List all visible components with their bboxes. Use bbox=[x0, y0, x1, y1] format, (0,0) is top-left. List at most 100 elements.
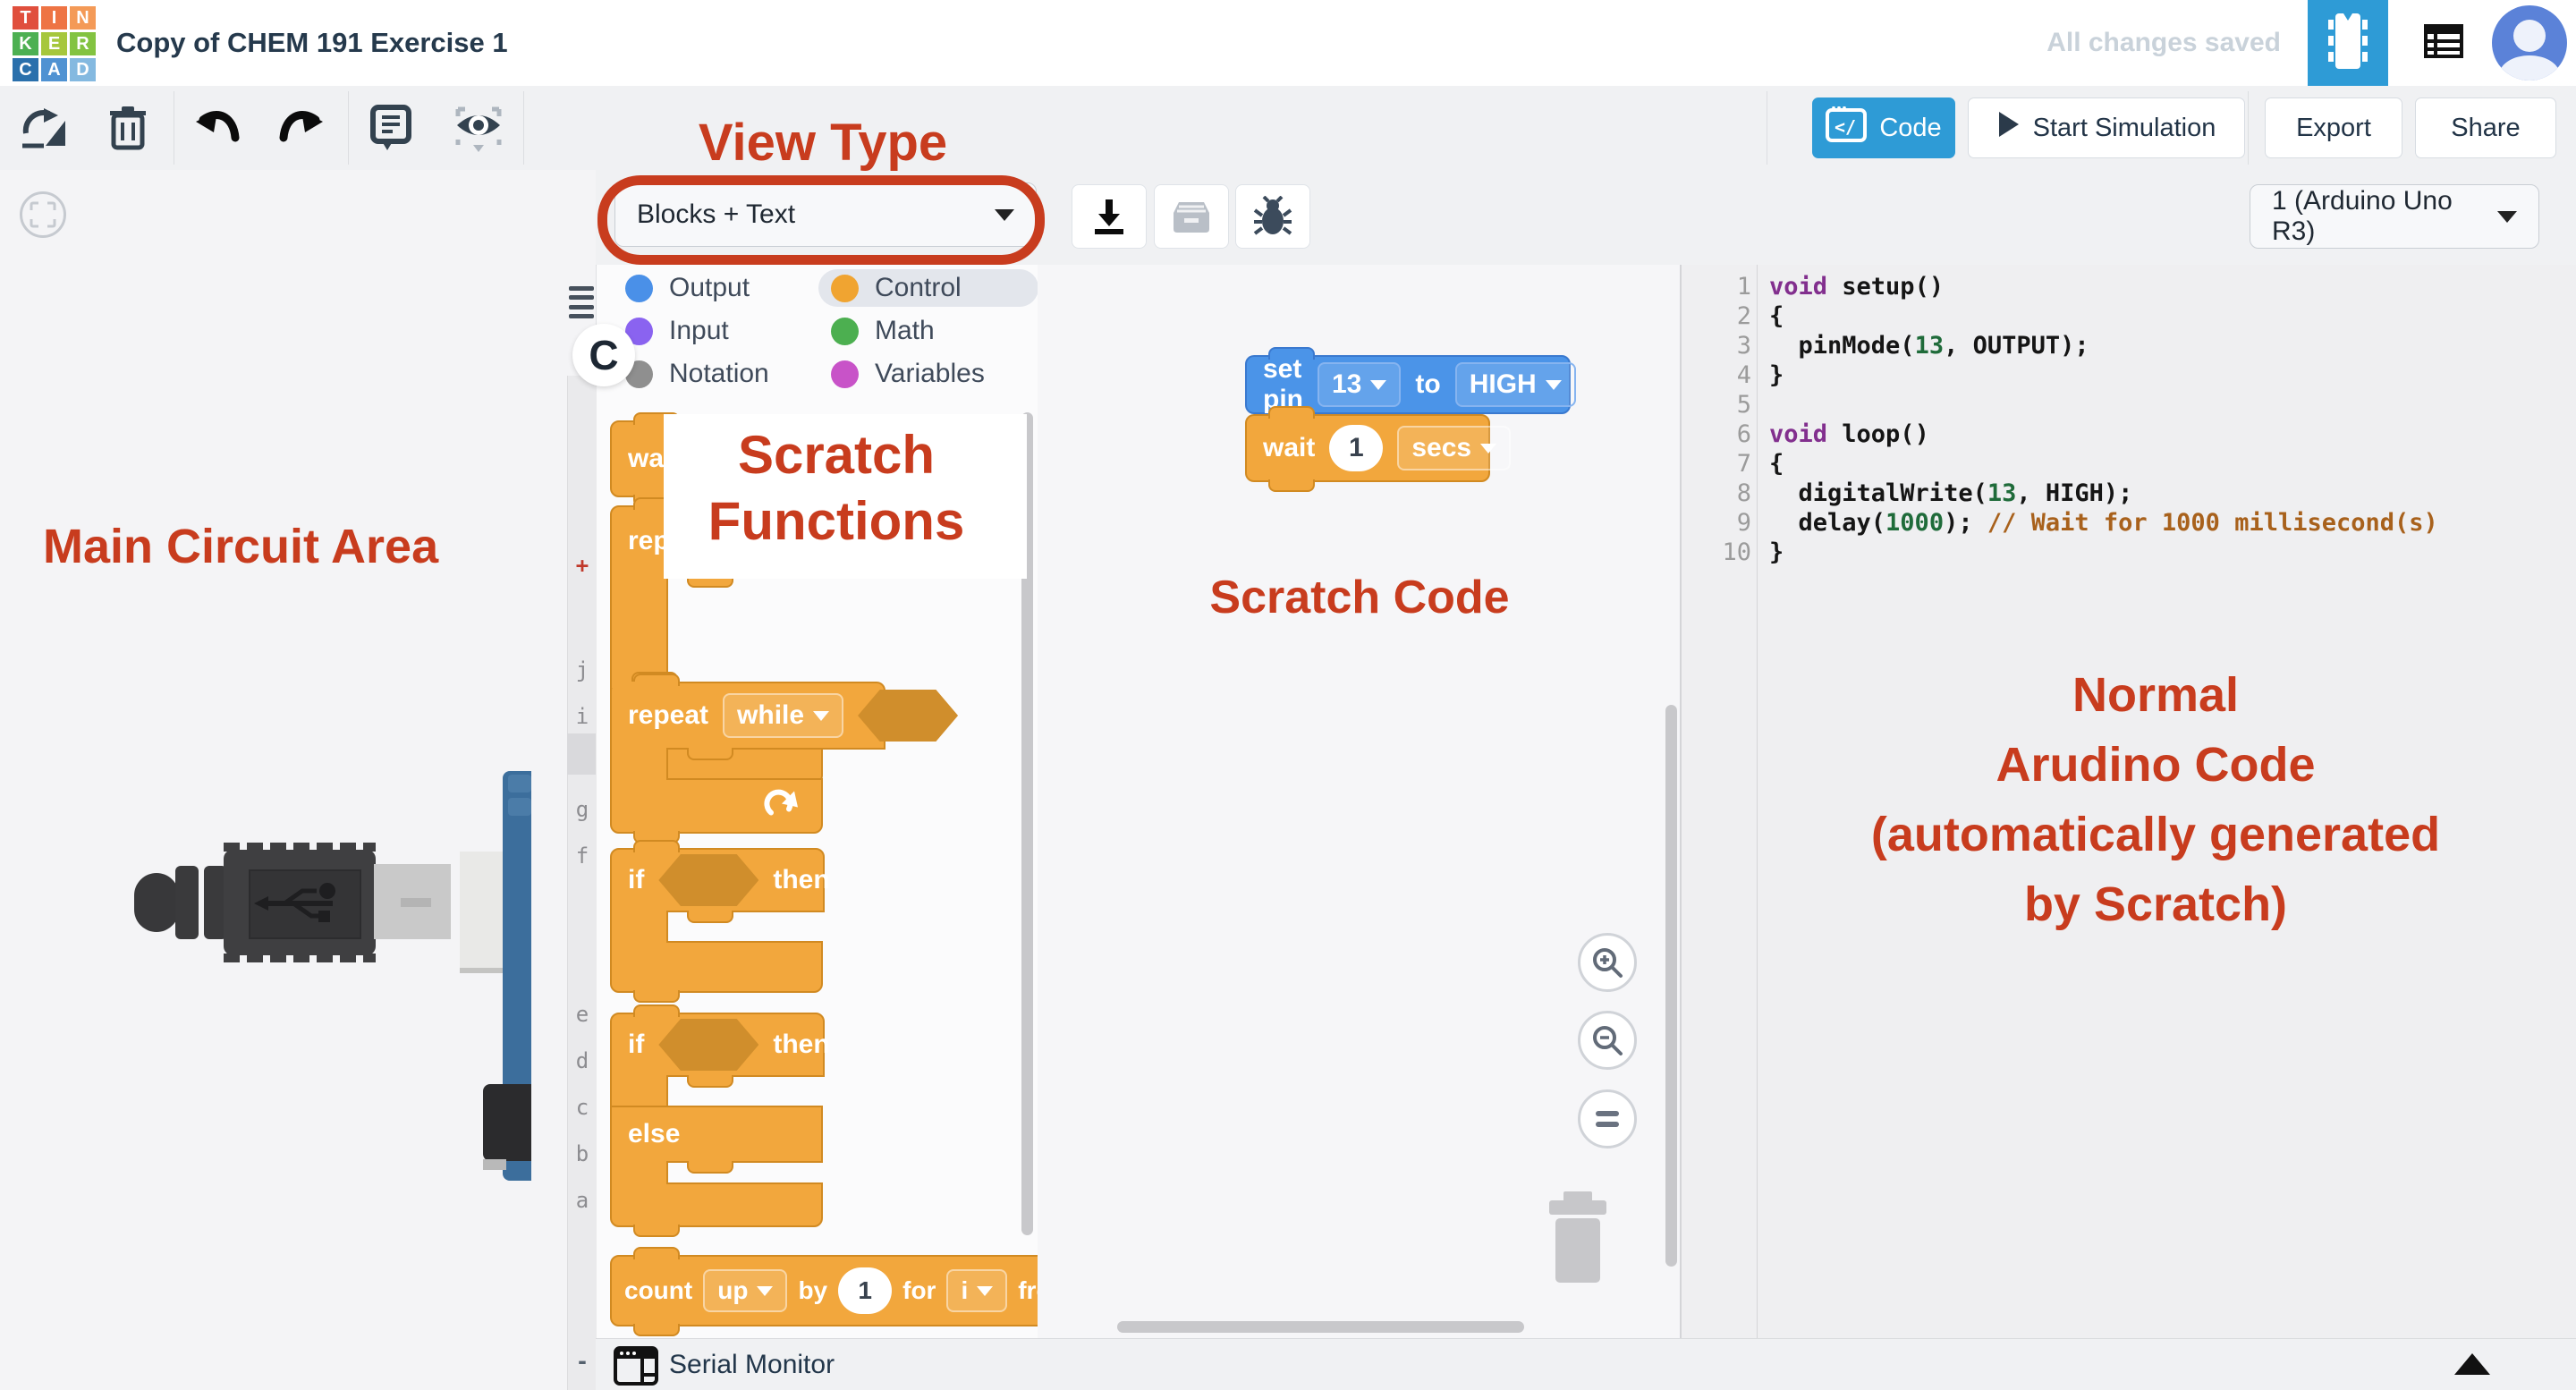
category-label: Math bbox=[875, 316, 935, 345]
undo-button[interactable] bbox=[190, 86, 245, 170]
palette-block-ifelse-elsebar[interactable]: else bbox=[610, 1106, 823, 1163]
palette-category-input[interactable]: Input bbox=[613, 312, 818, 350]
share-label: Share bbox=[2451, 113, 2521, 142]
palette-block-repeat-while-bottom[interactable] bbox=[610, 778, 823, 843]
serial-archive-button[interactable] bbox=[1154, 184, 1229, 249]
condition-hexagon-slot[interactable] bbox=[658, 1019, 759, 1071]
user-avatar[interactable] bbox=[2492, 5, 2567, 81]
palette-menu-icon[interactable] bbox=[569, 286, 594, 318]
value-dropdown[interactable]: HIGH bbox=[1454, 362, 1576, 407]
while-dropdown[interactable]: while bbox=[723, 693, 844, 738]
export-label: Export bbox=[2296, 113, 2371, 142]
category-color-dot bbox=[831, 317, 859, 345]
zoom-in-button[interactable] bbox=[1578, 933, 1637, 992]
chevron-down-icon bbox=[2497, 210, 2517, 223]
share-button[interactable]: Share bbox=[2415, 97, 2556, 158]
canvas-block-set-pin[interactable]: set pin 13 to HIGH bbox=[1245, 347, 1576, 424]
document-title[interactable]: Copy of CHEM 191 Exercise 1 bbox=[116, 27, 508, 58]
export-button[interactable]: Export bbox=[2265, 97, 2402, 158]
category-color-dot bbox=[831, 360, 859, 388]
logo-tile: T bbox=[13, 6, 38, 30]
wait-value-input[interactable]: 1 bbox=[1329, 425, 1384, 471]
view-type-value: Blocks + Text bbox=[637, 199, 796, 229]
palette-block-count[interactable]: countupby1forifrom bbox=[610, 1247, 1038, 1336]
serial-monitor-label: Serial Monitor bbox=[669, 1350, 835, 1379]
breadboard-row-label: j bbox=[575, 657, 589, 682]
toolbar-divider bbox=[348, 91, 349, 165]
zoom-reset-button[interactable] bbox=[1578, 1089, 1637, 1148]
serial-monitor-bar[interactable]: Serial Monitor bbox=[596, 1338, 2576, 1390]
expand-serial-monitor-icon[interactable] bbox=[2454, 1353, 2490, 1375]
arduino-header-pin bbox=[508, 798, 531, 816]
breadboard-row-label: + bbox=[575, 553, 589, 578]
circuit-canvas[interactable]: +jihgfedcba-+ C bbox=[0, 170, 635, 1390]
logo-tile: K bbox=[13, 32, 38, 55]
download-code-button[interactable] bbox=[1072, 184, 1147, 249]
logo-tile: D bbox=[70, 58, 96, 81]
usb-plug-body[interactable] bbox=[224, 843, 376, 962]
code-button[interactable]: </ Code bbox=[1812, 97, 1955, 158]
redo-button[interactable] bbox=[274, 86, 329, 170]
breadboard-rail-gap bbox=[567, 733, 596, 775]
canvas-block-wait[interactable]: wait 1 secs bbox=[1245, 406, 1512, 492]
pin-dropdown[interactable]: 13 bbox=[1317, 362, 1402, 407]
category-color-dot bbox=[831, 274, 859, 302]
palette-category-control[interactable]: Control bbox=[818, 269, 1038, 307]
svg-text:</: </ bbox=[1835, 116, 1856, 138]
canvas-horizontal-scrollbar[interactable] bbox=[1117, 1321, 1524, 1333]
annotation-visibility-button[interactable] bbox=[449, 86, 508, 170]
canvas-vertical-scrollbar[interactable] bbox=[1665, 705, 1677, 1267]
arduino-header-pin bbox=[508, 775, 531, 792]
block-trash-icon[interactable] bbox=[1540, 1190, 1615, 1289]
debug-button[interactable] bbox=[1235, 184, 1310, 249]
toolbar-divider bbox=[2248, 91, 2249, 165]
play-icon bbox=[1997, 111, 2021, 145]
delete-button[interactable] bbox=[100, 86, 156, 170]
scratch-code-canvas[interactable]: set pin 13 to HIGH wait 1 secs bbox=[1038, 265, 1682, 1338]
zoom-out-button[interactable] bbox=[1578, 1011, 1637, 1070]
condition-hexagon-slot[interactable] bbox=[858, 690, 959, 742]
chip-icon bbox=[2324, 9, 2372, 78]
palette-category-math[interactable]: Math bbox=[818, 312, 1038, 350]
circuit-view-button[interactable] bbox=[2308, 0, 2388, 86]
usb-metal-connector bbox=[374, 864, 451, 939]
count-direction-dropdown[interactable]: up bbox=[703, 1269, 788, 1312]
code-button-label: Code bbox=[1879, 113, 1942, 142]
palette-block-repeat-while-spine bbox=[610, 748, 668, 780]
notes-button[interactable] bbox=[363, 86, 419, 170]
zoom-to-fit-button[interactable] bbox=[20, 191, 66, 238]
logo-tile: C bbox=[13, 58, 38, 81]
component-list-button[interactable] bbox=[2415, 0, 2472, 86]
palette-category-output[interactable]: Output bbox=[613, 269, 818, 307]
unit-dropdown[interactable]: secs bbox=[1397, 426, 1512, 470]
palette-block-repeat-spine bbox=[610, 575, 668, 686]
palette-category-notation[interactable]: Notation bbox=[613, 355, 818, 393]
count-variable-dropdown[interactable]: i bbox=[946, 1269, 1008, 1312]
rotate-button[interactable] bbox=[16, 86, 72, 170]
code-lines[interactable]: void setup(){ pinMode(13, OUTPUT);}void … bbox=[1769, 273, 2438, 566]
annotation-scratch-functions: Scratch Functions bbox=[708, 425, 965, 551]
board-select[interactable]: 1 (Arduino Uno R3) bbox=[2250, 184, 2539, 249]
barrel-jack bbox=[483, 1084, 531, 1170]
count-step-input[interactable]: 1 bbox=[838, 1267, 893, 1314]
start-simulation-button[interactable]: Start Simulation bbox=[1968, 97, 2245, 158]
save-status: All changes saved bbox=[2046, 28, 2281, 57]
palette-category-variables[interactable]: Variables bbox=[818, 355, 1038, 393]
palette-block-if-bottom[interactable] bbox=[610, 941, 823, 1003]
annotation-scratch-code: Scratch Code bbox=[1209, 572, 1510, 623]
palette-scrollbar[interactable] bbox=[1021, 412, 1033, 1235]
palette-block-ifelse-bottom[interactable] bbox=[610, 1182, 823, 1237]
annotation-main-circuit-area: Main Circuit Area bbox=[43, 520, 439, 573]
board-select-value: 1 (Arduino Uno R3) bbox=[2272, 186, 2453, 246]
condition-hexagon-slot[interactable] bbox=[658, 854, 759, 906]
